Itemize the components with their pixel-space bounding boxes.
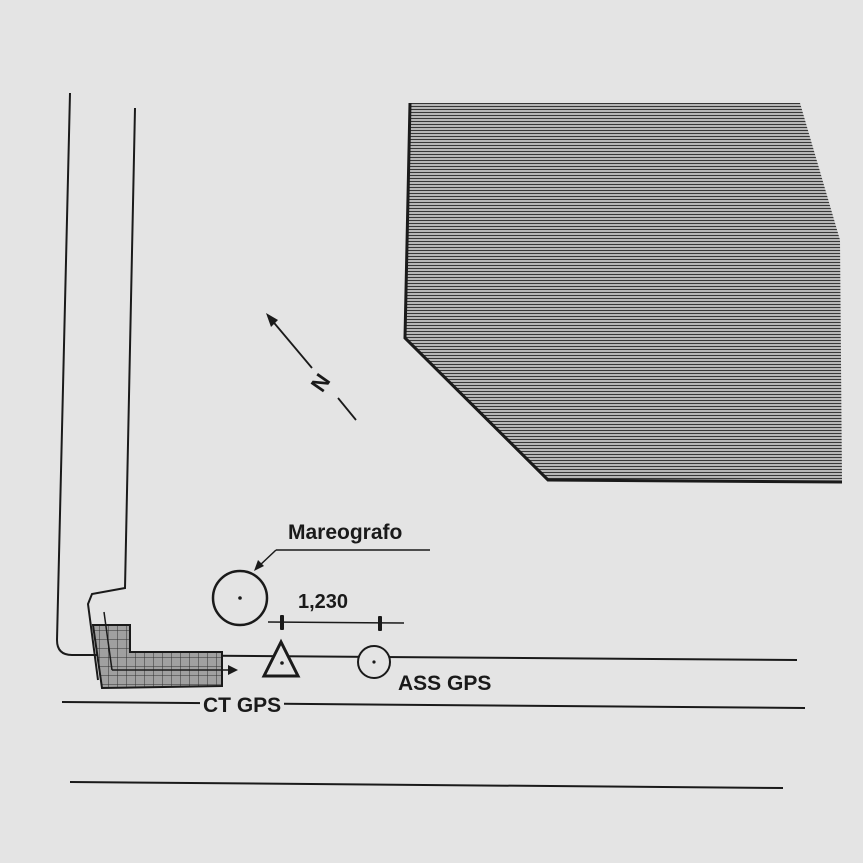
distance-line [267,621,405,624]
ct-gps-pointer-line [103,611,113,671]
water-area [405,103,842,482]
tide-gauge-leader-arrowhead [254,560,264,571]
north-arrow-icon [266,313,357,421]
road-line-upper [109,654,798,661]
water-shoreline [403,102,843,484]
ct-gps-pointer-arrowhead [228,665,238,675]
road-line-middle [61,701,806,709]
ass-gps-label: ASS GPS [398,672,492,695]
quay-inner-edge [86,107,136,681]
tide-gauge-label: Mareografo [288,521,403,544]
triangle-with-center-dot-icon [261,638,301,678]
distance-tick-left [280,615,284,630]
gridded-building [91,624,223,690]
ct-gps-label: CT GPS [200,695,285,716]
road-line-lower [69,781,784,789]
distance-label: 1,230 [298,591,349,613]
distance-tick-right [378,616,382,631]
quay-outer-edge [55,92,110,656]
